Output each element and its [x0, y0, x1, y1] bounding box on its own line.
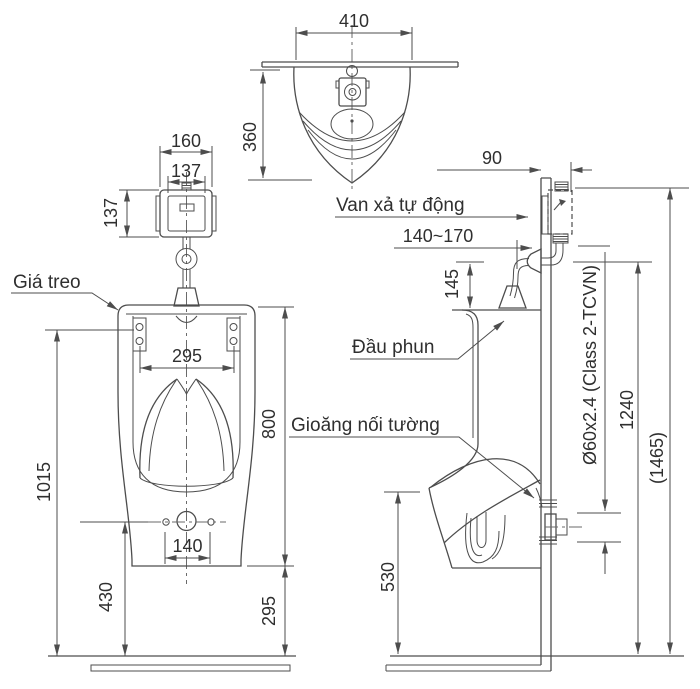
dim-hanger-span: 295 [172, 346, 202, 366]
dim-bottom-gap: 295 [259, 596, 279, 626]
dim-front-lip-height: 530 [378, 562, 398, 592]
dim-spout-offset: 140~170 [403, 226, 474, 246]
urinal-body-front [117, 304, 256, 567]
drain-hole [176, 510, 197, 532]
valve-inlet-top-icon [346, 65, 358, 77]
sensor-window [179, 203, 195, 212]
escutcheon [175, 248, 198, 270]
dim-valve-width: 160 [171, 131, 201, 151]
dim-valve-height: 137 [101, 198, 121, 228]
dim-overall-height: (1465) [647, 432, 667, 484]
label-flush-valve: Van xả tự động [336, 195, 465, 216]
dim-inlet-height: 1240 [617, 390, 637, 430]
label-wall-gasket: Gioăng nối tường [291, 415, 440, 436]
front-view-dimensions: 160 137 137 295 1015 430 140 800 [11, 131, 294, 656]
spray-head [498, 285, 527, 309]
side-view [385, 177, 684, 672]
dim-top-depth: 360 [240, 122, 260, 152]
label-spray-head: Đầu phun [352, 337, 434, 358]
dim-outlet-spec: Ø60x2.4 (Class 2-TCVN) [580, 265, 600, 465]
top-view: 410 360 [240, 11, 459, 193]
wall [540, 177, 552, 671]
front-view [48, 172, 296, 672]
label-hanger: Giá treo [13, 272, 81, 293]
dim-mount-height: 1015 [34, 462, 54, 502]
dim-valve-recess: 90 [482, 148, 502, 168]
side-view-dimensions: 90 Van xả tự động 140~170 145 Đầu phun G… [289, 148, 689, 654]
dim-valve-face-width: 137 [171, 161, 201, 181]
dim-top-width: 410 [339, 11, 369, 31]
dim-spout-drop: 145 [442, 269, 462, 299]
dim-bolt-span: 140 [172, 536, 202, 556]
inlet-spud [173, 287, 200, 307]
dim-drain-height: 430 [96, 582, 116, 612]
dim-body-height: 800 [259, 409, 279, 439]
